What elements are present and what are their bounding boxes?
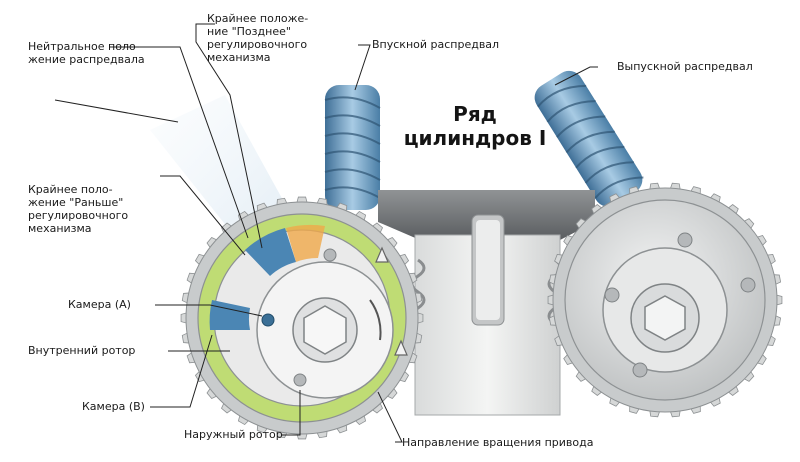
label-exhaust-camshaft: Выпускной распредвал xyxy=(617,60,753,73)
label-intake-camshaft: Впускной распредвал xyxy=(372,38,500,51)
label-chamber-a: Камера (A) xyxy=(68,298,131,311)
exhaust-camshaft xyxy=(534,70,644,207)
label-early-position: Крайнее поло- жение "Раньше" регулировоч… xyxy=(28,183,128,235)
label-drive-direction: Направление вращения привода xyxy=(402,436,594,449)
cylinder-head-block xyxy=(378,190,595,416)
exhaust-adjuster-gear xyxy=(547,182,783,418)
label-inner-rotor: Внутренний ротор xyxy=(28,344,136,357)
label-line: регулировочного xyxy=(207,38,308,51)
label-neutral-position: Нейтральное поло- жение распредвала xyxy=(28,40,145,66)
label-outer-rotor: Наружный ротор xyxy=(184,428,283,441)
intake-camshaft xyxy=(324,85,381,210)
label-line: механизма xyxy=(207,51,271,64)
label-line: Нейтральное поло- xyxy=(28,40,140,53)
label-late-position: Крайнее положе- ние "Позднее" регулирово… xyxy=(207,12,308,64)
title-line: цилиндров I xyxy=(403,126,547,150)
label-line: жение распредвала xyxy=(28,53,145,66)
intake-adjuster-gear xyxy=(180,196,424,440)
title-line: Ряд xyxy=(453,102,497,126)
chamber-a-blue xyxy=(245,228,296,276)
cylinder-bank-title: Ряд цилиндров I xyxy=(400,102,550,150)
leader-lines xyxy=(54,23,598,443)
label-line: Крайнее положе- xyxy=(207,12,309,25)
label-line: ние "Позднее" xyxy=(207,25,291,38)
label-line: регулировочного xyxy=(28,209,129,222)
label-chamber-b: Камера (B) xyxy=(82,400,145,413)
label-line: жение "Раньше" xyxy=(28,196,124,209)
label-line: Крайнее поло- xyxy=(28,183,113,196)
label-line: механизма xyxy=(28,222,92,235)
